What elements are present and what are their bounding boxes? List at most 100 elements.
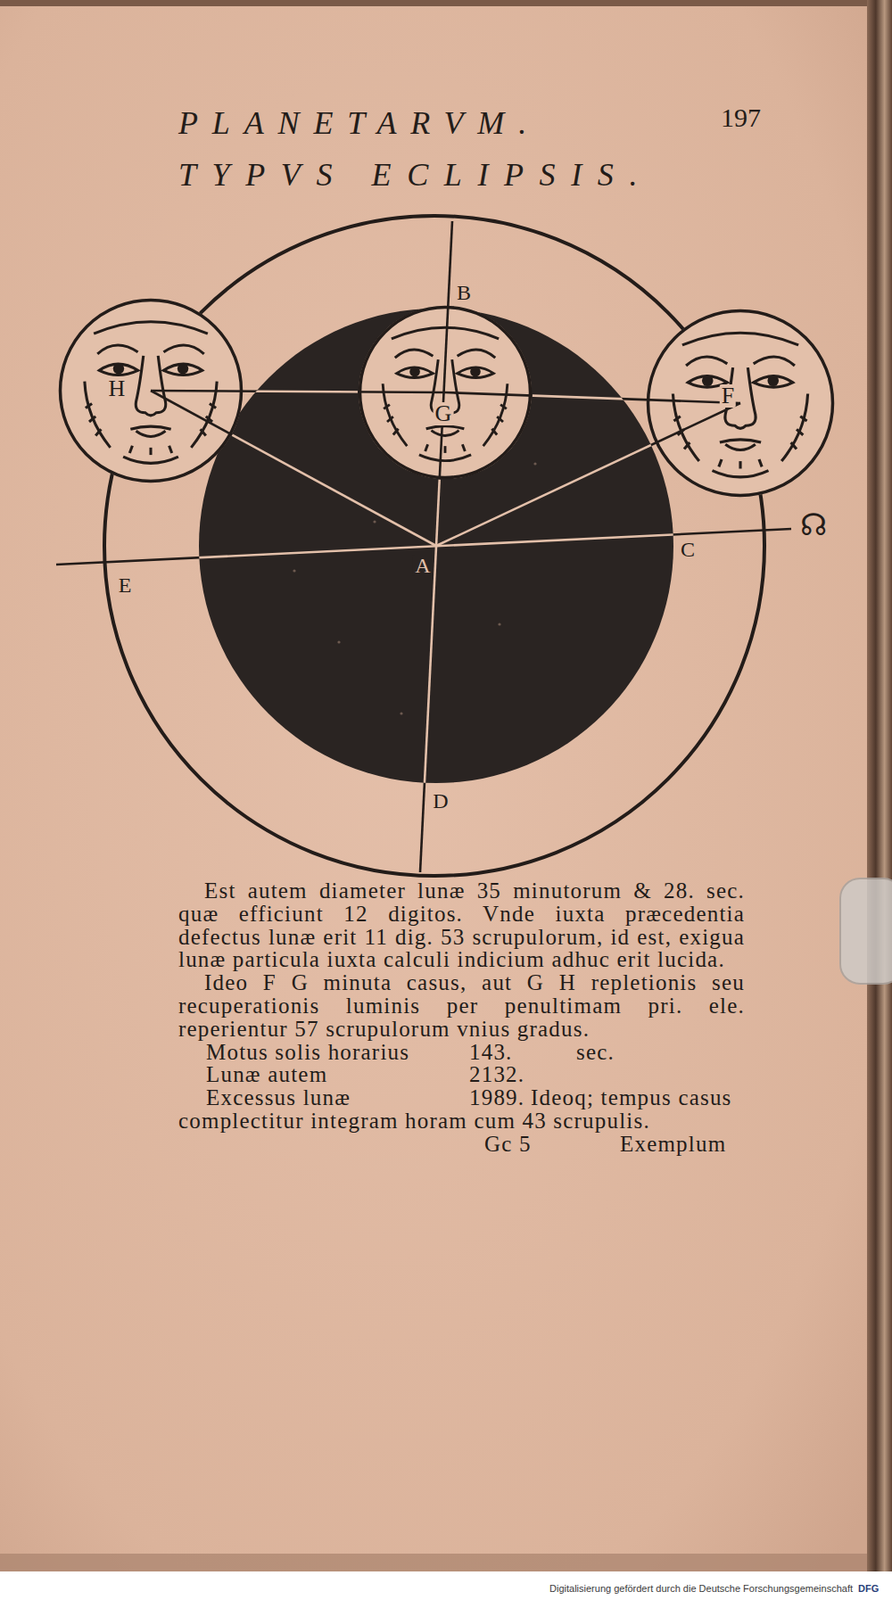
face-stroke <box>89 416 96 422</box>
face-stroke <box>753 356 795 366</box>
digitization-note: Digitalisierung gefördert durch die Deut… <box>549 1584 853 1595</box>
face-stroke <box>206 416 213 422</box>
face-stroke <box>725 444 756 450</box>
eye-pupil <box>409 366 421 378</box>
face-stroke <box>712 470 769 478</box>
face-stroke <box>97 345 138 355</box>
face-stroke <box>85 403 92 408</box>
paper-page <box>0 0 868 1572</box>
face-stroke <box>800 416 807 422</box>
shadow-lines <box>56 221 792 873</box>
face-stroke <box>685 356 727 366</box>
face-stroke <box>457 349 496 358</box>
point-letter: H <box>107 377 128 401</box>
face-stroke <box>718 459 722 467</box>
face-stroke <box>781 394 808 463</box>
moon-outline <box>648 311 834 496</box>
eye-pupil <box>767 375 779 388</box>
moon-circle: G <box>358 305 532 480</box>
face-stroke <box>677 429 685 435</box>
shadow-speck <box>337 640 340 644</box>
paragraph-slot: Ideo F G minuta casus, aut G H repletion… <box>178 971 745 1041</box>
moon-outline <box>60 300 242 482</box>
moon-drawing <box>646 309 835 497</box>
face-stroke <box>135 355 166 416</box>
point-letter: B <box>454 281 474 304</box>
construction-line-light <box>420 221 453 873</box>
moon-circle: F <box>646 309 835 497</box>
shadow-speck <box>399 711 403 715</box>
paragraph: Est autem diameter lunæ 35 minutorum & 2… <box>178 879 745 972</box>
face-stroke <box>393 429 399 436</box>
table-cell: sec. <box>576 1040 615 1065</box>
eye-pupil <box>177 363 189 374</box>
table-row: Excessus lunæ 1989.Ideoq; tempus casus co… <box>178 1086 745 1133</box>
construction-line <box>436 403 741 546</box>
face-stroke <box>136 430 166 437</box>
eclipse-figure <box>56 215 835 876</box>
point-letter: G <box>433 402 455 426</box>
paragraph: Ideoq; tempus casus complectitur integra… <box>178 1086 745 1133</box>
face-stroke <box>462 444 465 452</box>
page-top-edge <box>0 0 868 7</box>
face-stroke <box>457 367 495 379</box>
eye-pupil <box>113 363 124 374</box>
face-stroke <box>395 349 434 358</box>
face-stroke <box>163 345 204 355</box>
book-edge <box>867 0 892 1572</box>
face-stroke <box>672 394 699 463</box>
signature-mark: Gc 5 <box>484 1132 532 1157</box>
paragraph: Ideo F G minuta casus, aut G H repletion… <box>178 971 745 1041</box>
node-symbol: ☊ <box>797 509 830 540</box>
table-cell: Excessus lunæ <box>206 1086 351 1110</box>
moon-drawing <box>358 305 532 480</box>
eye-pupil <box>470 366 481 378</box>
face-stroke <box>444 446 447 454</box>
shadow-speck <box>497 622 501 626</box>
face-stroke <box>500 404 507 410</box>
moon-outline <box>360 307 531 479</box>
construction-line <box>150 390 437 546</box>
table-cell: 143. <box>469 1040 513 1065</box>
table-cell: Lunæ autem <box>206 1063 328 1087</box>
face-stroke <box>419 454 471 462</box>
face-stroke <box>95 429 101 436</box>
face-stroke <box>483 383 508 446</box>
running-head: PLANETARVM. <box>178 107 541 140</box>
face-stroke <box>148 447 152 455</box>
face-stroke <box>129 446 133 454</box>
face-stroke <box>130 426 171 430</box>
face-stroke <box>387 416 394 422</box>
face-stroke <box>682 332 799 346</box>
face-stroke <box>190 381 217 448</box>
face-stroke <box>791 442 797 449</box>
face-stroke <box>673 416 680 422</box>
face-stroke <box>719 439 761 443</box>
moon-circle: H <box>58 298 243 483</box>
point-letter: E <box>115 574 135 596</box>
point-letter: A <box>412 554 433 577</box>
point-letter: D <box>429 790 451 812</box>
point-letter: F <box>719 384 736 408</box>
face-stroke <box>425 444 429 452</box>
face-stroke <box>491 429 497 436</box>
face-stroke <box>738 461 742 469</box>
funder-logo: DFG <box>858 1584 879 1595</box>
face-stroke <box>391 327 499 339</box>
face-stroke <box>496 416 504 422</box>
face-stroke <box>396 367 434 379</box>
page-bottom-edge <box>0 1553 868 1572</box>
face-stroke <box>796 429 803 435</box>
face-stroke <box>93 322 208 334</box>
table-cell: 1989. <box>469 1086 525 1110</box>
construction-line-light <box>150 390 437 546</box>
table-cell: Motus solis horarius <box>206 1040 410 1065</box>
moon-face <box>84 322 217 464</box>
moon-path-circle <box>104 215 765 876</box>
point-letter: C <box>677 538 698 561</box>
page-clamp <box>840 878 892 984</box>
figure-title: TYPVS ECLIPSIS. <box>178 158 653 191</box>
shadow-speck <box>292 569 296 572</box>
